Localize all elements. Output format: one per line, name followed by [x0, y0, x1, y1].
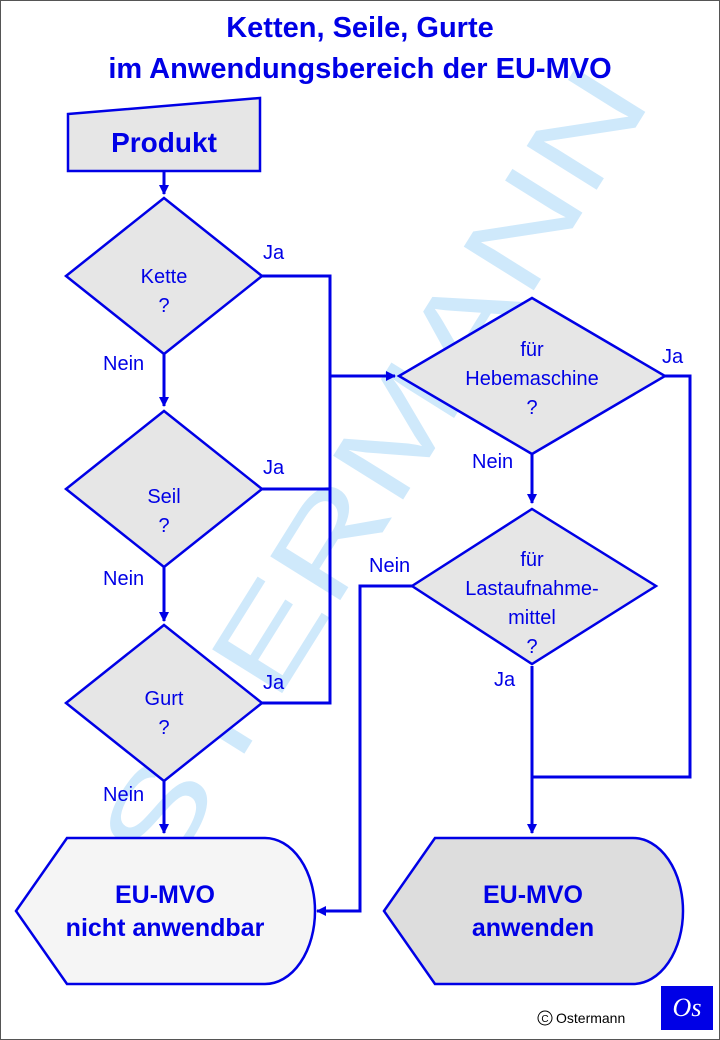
decision-gurt: Gurt ?	[63, 623, 265, 783]
label-lastauf-nein: Nein	[369, 555, 410, 577]
label-gurt-ja: Ja	[263, 672, 285, 694]
title-line-2: im Anwendungsbereich der EU-MVO	[108, 53, 611, 85]
copyright: C Ostermann	[537, 1010, 625, 1026]
decision-kette: Kette ?	[63, 196, 265, 356]
title-line-1: Ketten, Seile, Gurte	[226, 12, 494, 44]
decision-hebemaschine-question: ?	[526, 397, 537, 419]
result-anwenden-line-1: EU-MVO	[483, 881, 583, 909]
result-anwenden: EU-MVO anwenden	[382, 836, 685, 986]
decision-lastauf-line-3: mittel	[508, 607, 556, 629]
decision-hebemaschine-line-1: für	[520, 339, 544, 361]
brand-logo: Os	[659, 984, 715, 1032]
decision-seil-question: ?	[158, 515, 169, 537]
decision-kette-question: ?	[158, 295, 169, 317]
decision-hebemaschine: für Hebemaschine ?	[396, 296, 668, 456]
connector-hebe-ja	[532, 374, 692, 779]
edge-labels: Ja Nein Ja Nein Ja Nein Ja Nein Nein Ja	[103, 242, 684, 806]
decision-hebemaschine-line-2: Hebemaschine	[465, 368, 598, 390]
label-gurt-nein: Nein	[103, 784, 144, 806]
label-seil-ja: Ja	[263, 457, 285, 479]
label-lastauf-ja: Ja	[494, 669, 516, 691]
label-kette-nein: Nein	[103, 353, 144, 375]
label-hebe-nein: Nein	[472, 451, 513, 473]
result-nicht-anwendbar-line-2: nicht anwendbar	[66, 914, 265, 942]
copyright-icon-letter: C	[541, 1014, 548, 1025]
label-seil-nein: Nein	[103, 568, 144, 590]
decision-gurt-question: ?	[158, 717, 169, 739]
brand-logo-text: Os	[673, 993, 702, 1022]
label-hebe-ja: Ja	[662, 346, 684, 368]
copyright-text: Ostermann	[556, 1010, 625, 1026]
decision-lastauf-line-1: für	[520, 549, 544, 571]
decision-lastauf-question: ?	[526, 636, 537, 658]
copyright-icon	[537, 1010, 553, 1026]
decision-lastaufnahmemittel: für Lastaufnahme- mittel ?	[409, 507, 659, 666]
produkt-block: Produkt	[66, 96, 262, 173]
decision-seil-text: Seil	[147, 486, 180, 508]
decision-gurt-text: Gurt	[145, 688, 184, 710]
connectors	[159, 171, 692, 916]
produkt-label: Produkt	[111, 127, 217, 158]
decision-lastauf-line-2: Lastaufnahme-	[465, 578, 598, 600]
result-nicht-anwendbar: EU-MVO nicht anwendbar	[14, 836, 317, 986]
result-anwenden-line-2: anwenden	[472, 914, 594, 942]
decision-seil: Seil ?	[63, 409, 265, 569]
result-nicht-anwendbar-line-1: EU-MVO	[115, 881, 215, 909]
connector-lastauf-nein	[316, 584, 412, 916]
decision-kette-text: Kette	[141, 266, 188, 288]
label-kette-ja: Ja	[263, 242, 285, 264]
